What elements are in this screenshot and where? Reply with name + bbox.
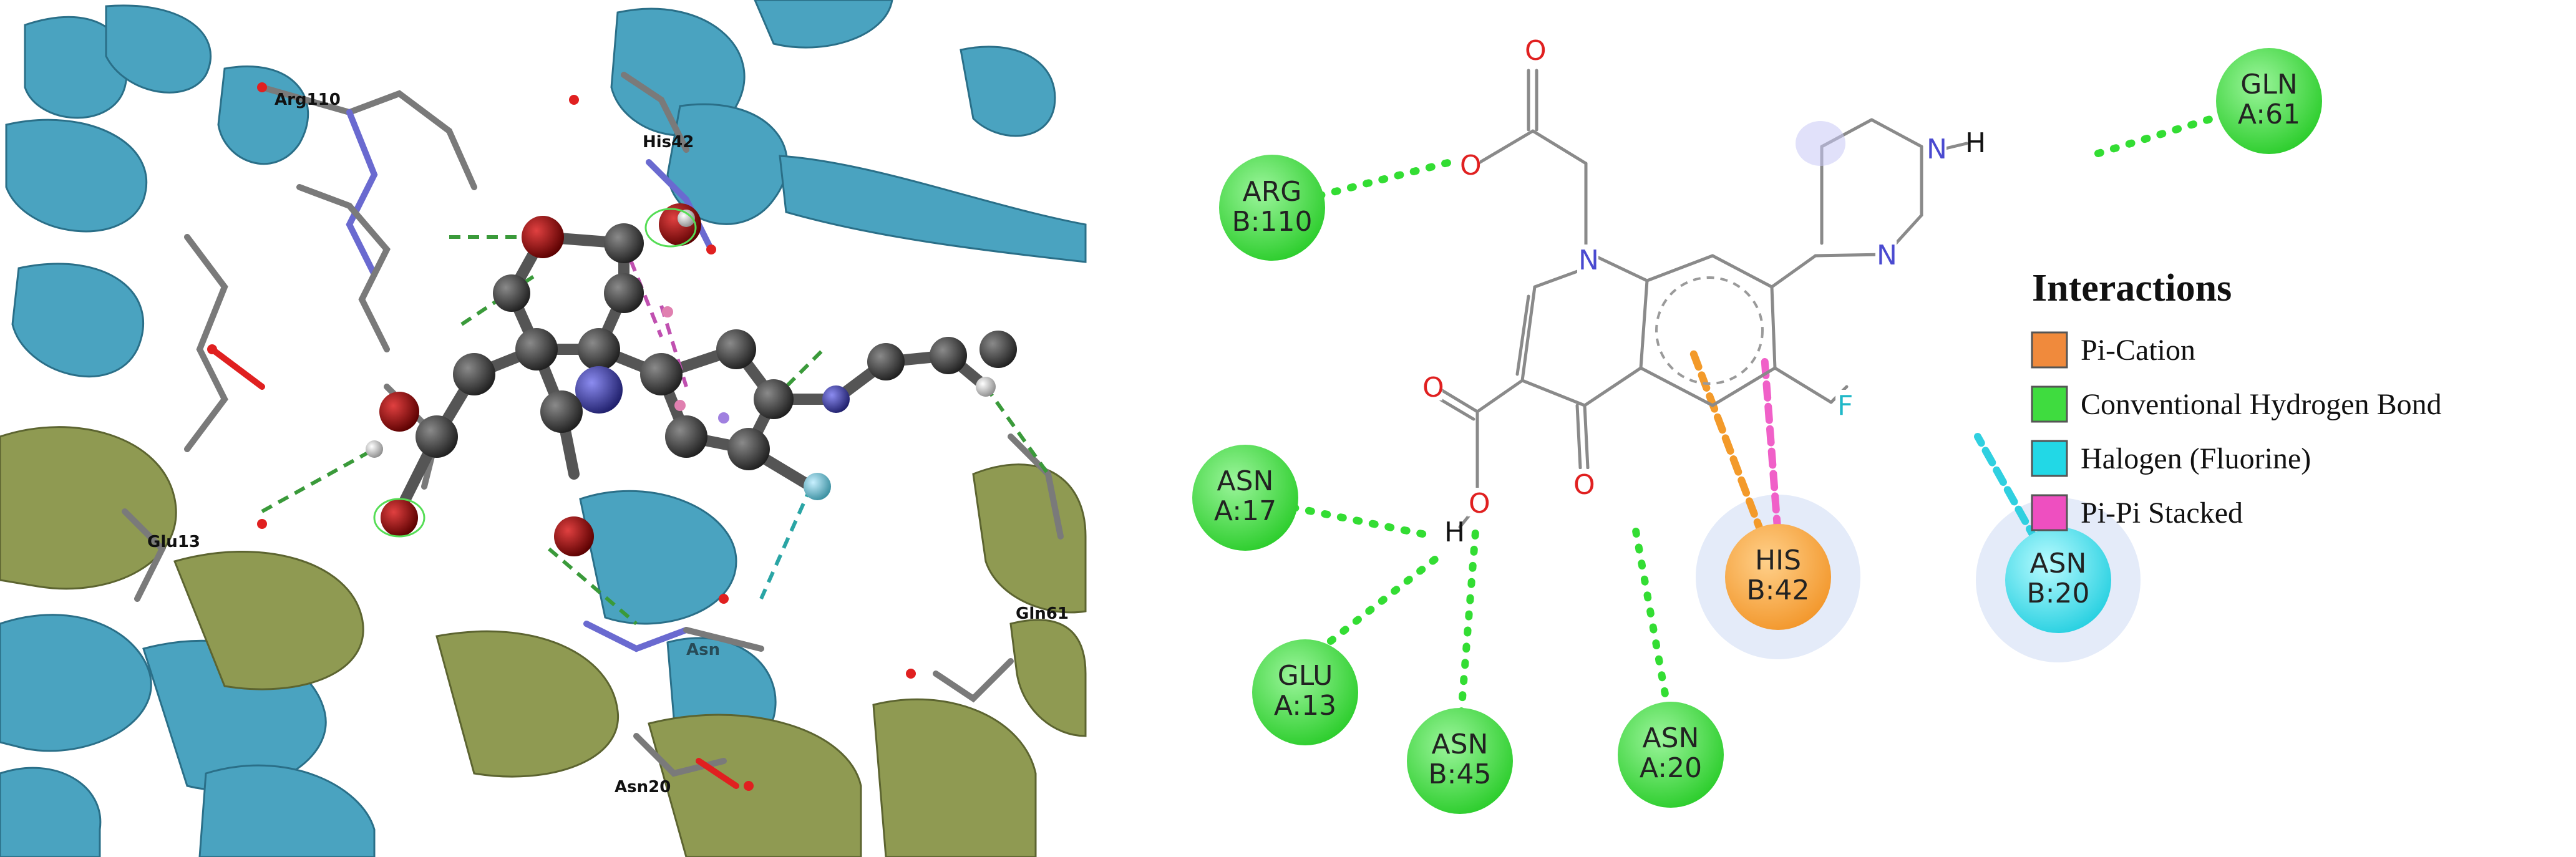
residue-name: ASN <box>1432 729 1489 760</box>
residue-his-b42: HIS B:42 <box>1725 524 1831 630</box>
atom-h-acid: H <box>1444 516 1465 548</box>
residue-chain: A:17 <box>1214 495 1276 527</box>
residue-glu-a13: GLU A:13 <box>1252 639 1358 745</box>
legend-label: Pi-Pi Stacked <box>2081 496 2243 530</box>
aromatic-ring <box>1655 276 1764 385</box>
piperazine-highlight <box>1796 121 1845 166</box>
atom-o-acid-b: O <box>1469 488 1490 520</box>
residue-name: HIS <box>1755 545 1801 576</box>
interactions-legend: Interactions Pi-Cation Conventional Hydr… <box>2031 267 2442 531</box>
atom-f: F <box>1837 390 1853 422</box>
ligand-skeleton <box>1432 69 1968 529</box>
residue-asn-b20: ASN B:20 <box>2005 527 2111 633</box>
label-glu13: Glu13 <box>147 533 200 551</box>
residue-gln-a61: GLN A:61 <box>2216 48 2322 154</box>
legend-title: Interactions <box>2032 267 2232 309</box>
protein-helices-olive <box>0 426 1087 857</box>
atom-o-top: O <box>1525 35 1547 67</box>
residue-name: ASN <box>2030 548 2087 579</box>
residue-chain: A:20 <box>1640 752 1702 784</box>
atom-nh: N <box>1927 133 1947 165</box>
label-arg110: Arg110 <box>275 90 341 109</box>
legend-label: Conventional Hydrogen Bond <box>2081 388 2442 421</box>
residue-name: ASN <box>1217 465 1274 497</box>
residue-atom-markers <box>207 82 916 791</box>
residue-chain: A:61 <box>2238 99 2300 130</box>
3d-residue-labels: Arg110 His42 Glu13 Gln61 Asn20 Asn <box>147 90 1069 796</box>
atom-o-acid-a: O <box>1422 372 1444 404</box>
atom-h-piperazine: H <box>1965 127 1986 159</box>
residue-name: GLU <box>1278 660 1333 692</box>
residue-chain: B:42 <box>1747 574 1810 606</box>
residue-asn-a17: ASN A:17 <box>1192 445 1298 551</box>
residue-chain: A:13 <box>1274 690 1336 722</box>
label-asn20: Asn20 <box>615 778 671 796</box>
residue-arg-b110: ARG B:110 <box>1219 155 1325 261</box>
2d-interaction-diagram: O O N N N H O O H O F GLN A:61 ARG B:110… <box>1192 34 2442 814</box>
residue-chain: B:110 <box>1232 206 1313 238</box>
residue-name: ARG <box>1243 176 1302 208</box>
ligand-atom-labels: O O N N N H O O H O F <box>1421 34 1986 548</box>
residue-asn-b45: ASN B:45 <box>1407 708 1513 814</box>
label-asn-faint: Asn <box>686 641 720 659</box>
ligand-atoms <box>366 203 1017 556</box>
residue-chain: B:45 <box>1429 758 1492 790</box>
residue-name: GLN <box>2240 69 2298 100</box>
legend-item-pi-pi-stacked: Pi-Pi Stacked <box>2031 494 2243 531</box>
residue-asn-a20: ASN A:20 <box>1618 702 1724 808</box>
legend-label: Pi-Cation <box>2081 334 2195 367</box>
atom-n-piperazine: N <box>1877 240 1897 271</box>
residue-name: ASN <box>1643 722 1699 754</box>
label-gln61: Gln61 <box>1016 604 1069 623</box>
label-his42: His42 <box>643 133 694 152</box>
atom-o-left: O <box>1460 150 1482 182</box>
atom-n1: N <box>1578 245 1599 276</box>
3d-binding-pose-panel: Arg110 His42 Glu13 Gln61 Asn20 Asn <box>0 0 1087 857</box>
legend-label: Halogen (Fluorine) <box>2081 442 2311 475</box>
interaction-dashes <box>261 235 1050 626</box>
legend-item-pi-cation: Pi-Cation <box>2031 331 2195 369</box>
legend-item-halogen: Halogen (Fluorine) <box>2031 440 2311 477</box>
residue-chain: B:20 <box>2027 578 2090 609</box>
atom-o-keto: O <box>1573 469 1595 501</box>
legend-item-conventional-hydrogen-bond: Conventional Hydrogen Bond <box>2031 385 2442 423</box>
